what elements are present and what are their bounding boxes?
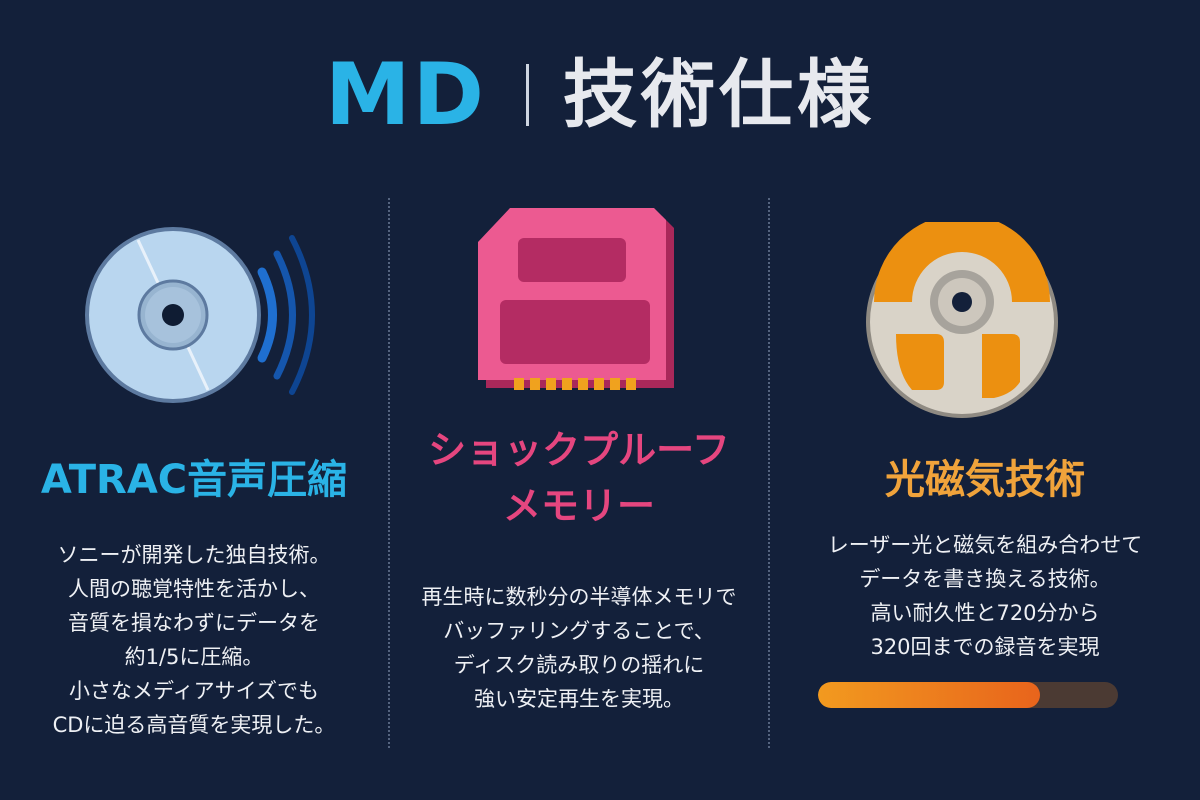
description-line: ディスク読み取りの揺れに <box>453 653 705 677</box>
column-divider <box>388 198 390 748</box>
compact-disc-sound-icon <box>78 220 328 410</box>
feature-heading: ショックプルーフ メモリー <box>390 422 768 534</box>
durability-progress-bar <box>818 682 1118 708</box>
description-line: レーザー光と磁気を組み合わせて <box>827 533 1143 557</box>
feature-heading-line: 光磁気技術 <box>885 457 1085 503</box>
description-line: 320回までの録音を実現 <box>870 635 1100 659</box>
column-divider <box>768 198 770 748</box>
title-separator <box>525 64 529 126</box>
feature-heading: ATRAC音声圧縮 <box>0 455 388 505</box>
memory-card-icon <box>466 198 686 408</box>
feature-atrac: ATRAC音声圧縮 ソニーが開発した独自技術。 人間の聴覚特性を活かし、 音質を… <box>0 0 388 800</box>
feature-heading-line: メモリー <box>502 484 655 528</box>
description-line: データを書き換える技術。 <box>859 567 1111 591</box>
description-line: 約1/5に圧縮。 <box>124 645 264 669</box>
description-line: 再生時に数秒分の半導体メモリで <box>421 585 737 609</box>
feature-heading-line: ATRAC音声圧縮 <box>40 457 348 503</box>
description-line: バッファリングすることで、 <box>443 619 715 643</box>
description-line: ソニーが開発した独自技術。 <box>57 543 331 567</box>
description-line: 人間の聴覚特性を活かし、 <box>68 577 320 601</box>
feature-description: レーザー光と磁気を組み合わせて データを書き換える技術。 高い耐久性と720分か… <box>770 528 1200 664</box>
feature-heading-line: ショックプルーフ <box>428 428 730 472</box>
description-line: 小さなメディアサイズでも <box>69 679 319 703</box>
magneto-optical-disc-icon <box>862 214 1062 422</box>
feature-heading: 光磁気技術 <box>770 455 1200 505</box>
feature-shockproof-memory: ショックプルーフ メモリー 再生時に数秒分の半導体メモリで バッファリングするこ… <box>390 0 768 800</box>
feature-description: ソニーが開発した独自技術。 人間の聴覚特性を活かし、 音質を損なわずにデータを … <box>0 538 388 742</box>
feature-description: 再生時に数秒分の半導体メモリで バッファリングすることで、 ディスク読み取りの揺… <box>390 580 768 716</box>
feature-magneto-optical: 光磁気技術 レーザー光と磁気を組み合わせて データを書き換える技術。 高い耐久性… <box>770 0 1200 800</box>
page-title: MD 技術仕様 <box>0 40 1200 150</box>
title-prefix: MD <box>325 45 486 145</box>
title-main: 技術仕様 <box>562 52 875 138</box>
description-line: CDに迫る高音質を実現した。 <box>52 713 336 737</box>
description-line: 音質を損なわずにデータを <box>68 611 320 635</box>
progress-fill <box>818 682 1040 708</box>
description-line: 高い耐久性と720分から <box>870 601 1100 625</box>
description-line: 強い安定再生を実現。 <box>474 687 684 711</box>
